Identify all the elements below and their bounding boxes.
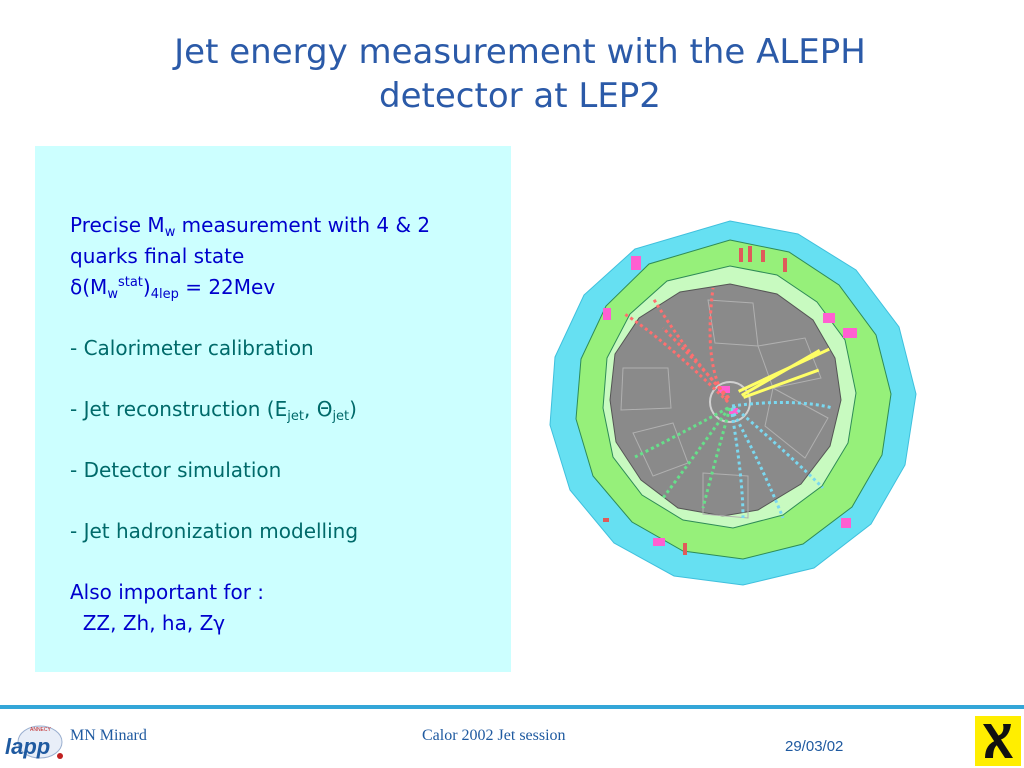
- text-measurement: measurement with 4 & 2: [175, 213, 431, 237]
- tracks-red: [622, 287, 731, 404]
- item-jet-reconstruction: - Jet reconstruction (Ejet, Θjet): [70, 394, 510, 425]
- footer-session: Calor 2002 Jet session: [422, 727, 566, 744]
- lapp-logo-small-text: ANNECY: [30, 727, 52, 733]
- tracks-cyan: [729, 400, 834, 519]
- text-22mev: = 22Mev: [178, 275, 276, 299]
- slide-title-line2: detector at LEP2: [379, 76, 661, 116]
- line-delta-mw: δ(Mwstat)4lep = 22Mev: [70, 272, 510, 303]
- text-paren: ): [349, 397, 357, 421]
- text-processes: ZZ, Zh, ha, Z: [70, 611, 214, 635]
- sub-jet2: jet: [332, 409, 350, 424]
- line-quarks: quarks final state: [70, 244, 245, 268]
- footer-date: 29/03/02: [785, 738, 844, 755]
- text-jet-reco: - Jet reconstruction (E: [70, 397, 288, 421]
- item-hadronization: - Jet hadronization modelling: [70, 519, 359, 543]
- content-text: Precise Mw measurement with 4 & 2 quarks…: [70, 210, 510, 639]
- text-close-paren: ): [142, 275, 151, 299]
- lapp-logo: ANNECY lapp: [5, 725, 63, 759]
- delta-symbol: δ: [70, 275, 83, 299]
- theta-symbol: Θ: [316, 397, 333, 421]
- lapp-logo-text: lapp: [5, 734, 50, 759]
- content-box: [35, 146, 511, 672]
- line-processes: ZZ, Zh, ha, Zγ: [70, 608, 510, 639]
- gamma-symbol: γ: [213, 611, 226, 635]
- text-comma: ,: [303, 397, 317, 421]
- hadronic-deposits: [603, 246, 787, 555]
- footer-author: MN Minard: [70, 727, 147, 744]
- sup-stat: stat: [117, 275, 143, 290]
- jet-tracks-yellow: [738, 347, 830, 399]
- sub-w: w: [164, 225, 176, 240]
- item-detector-simulation: - Detector simulation: [70, 458, 282, 482]
- text-mw-open: (M: [82, 275, 108, 299]
- line-precise-mw: Precise Mw measurement with 4 & 2: [70, 210, 510, 241]
- em-deposits: [603, 256, 857, 546]
- chamber-sectors: [620, 299, 829, 519]
- footer-rule: [0, 705, 1024, 709]
- tracks-green: [632, 406, 732, 509]
- slide-title: Jet energy measurement with the ALEPH de…: [0, 30, 1024, 118]
- sub-jet1: jet: [287, 409, 304, 424]
- sub-w2: w: [107, 287, 118, 302]
- aleph-event-display: [549, 220, 917, 586]
- line-also-important: Also important for :: [70, 580, 265, 604]
- sub-4lep: 4lep: [150, 287, 179, 302]
- aleph-logo: [975, 716, 1021, 766]
- slide-title-line1: Jet energy measurement with the ALEPH: [174, 32, 866, 72]
- item-calorimeter: - Calorimeter calibration: [70, 336, 314, 360]
- text-precise: Precise M: [70, 213, 165, 237]
